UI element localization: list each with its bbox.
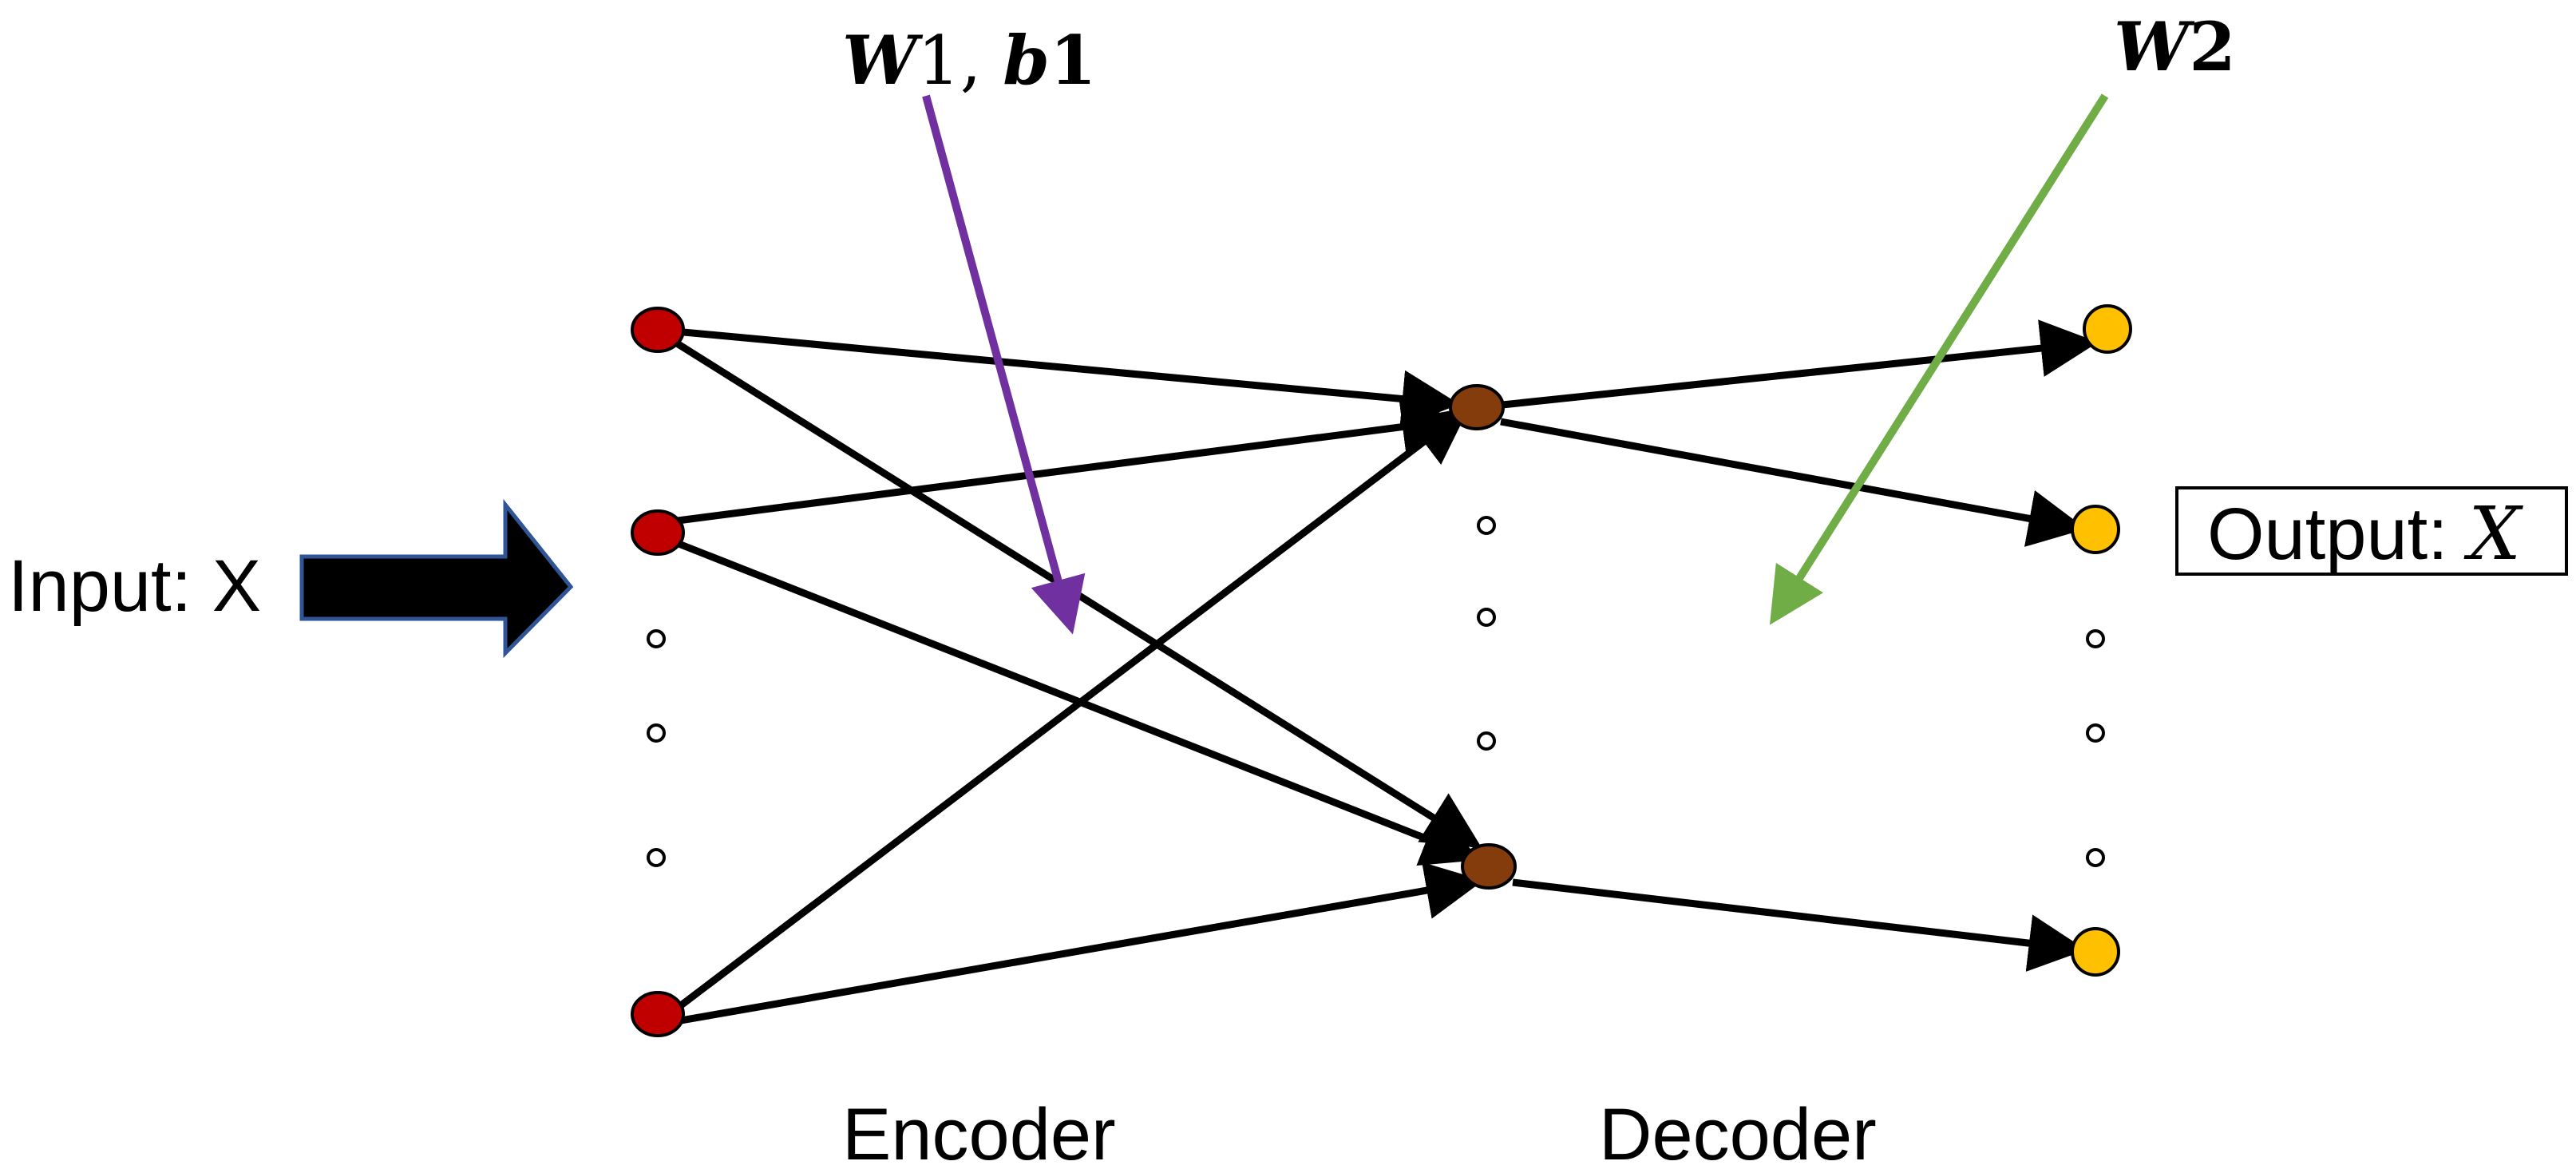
output-label-symbol: X [2463, 491, 2523, 577]
w1-pointer-arrow [922, 94, 1086, 635]
encoder-label: Encoder [842, 1094, 1116, 1173]
decoder-label: Decoder [1599, 1094, 1877, 1173]
output-label-box [2175, 486, 2568, 576]
w1-symbol: W [842, 21, 924, 100]
input-layer [631, 307, 685, 1037]
output-node-2 [2071, 505, 2120, 554]
input-block-arrow [299, 498, 574, 659]
input-label: Input: X [8, 545, 261, 627]
w2-label: W2 [2114, 7, 2236, 86]
w2-pointer-arrow [1769, 93, 2109, 625]
output-label: Output: X [2207, 491, 2523, 577]
hidden-ellipsis-dot [1477, 731, 1496, 751]
edge-in3-h1 [665, 406, 1470, 1019]
input-ellipsis-dot [647, 848, 666, 867]
edge-in3-h2 [662, 862, 1484, 1028]
output-ellipsis-dot [2086, 629, 2105, 648]
encoder-edges [657, 326, 1484, 1028]
input-node-1 [631, 307, 685, 353]
edge-in2-h1 [659, 398, 1460, 527]
input-node-3 [631, 991, 685, 1037]
edge-h2-out3 [1512, 878, 2087, 972]
output-ellipsis-dot [2086, 723, 2105, 743]
hidden-layer [1449, 384, 1517, 890]
output-node-3 [2071, 927, 2120, 977]
w2-index: 2 [2189, 7, 2235, 86]
edge-in2-h2 [661, 533, 1481, 866]
w1-b1-label: W1, b1 [842, 21, 1096, 100]
b1-index: 1 [1050, 21, 1096, 100]
w2-symbol: W [2114, 7, 2195, 86]
decoder-edges [1500, 319, 2099, 972]
w1-index: 1, [917, 22, 1003, 100]
input-ellipsis-dot [647, 723, 666, 743]
hidden-ellipsis-dot [1477, 608, 1496, 627]
edge-h1-out1 [1502, 319, 2099, 409]
b1-symbol: b [1003, 21, 1050, 100]
input-node-2 [631, 509, 685, 556]
edge-in1-h1 [657, 326, 1460, 428]
output-node-1 [2083, 304, 2132, 354]
hidden-node-1 [1449, 384, 1505, 430]
input-ellipsis-dot [647, 629, 666, 648]
output-ellipsis-dot [2086, 848, 2105, 867]
output-label-prefix: Output: [2207, 493, 2468, 575]
hidden-node-2 [1461, 843, 1517, 890]
hidden-ellipsis-dot [1477, 516, 1496, 535]
edge-h1-out2 [1500, 418, 2087, 547]
output-layer [2071, 304, 2132, 977]
